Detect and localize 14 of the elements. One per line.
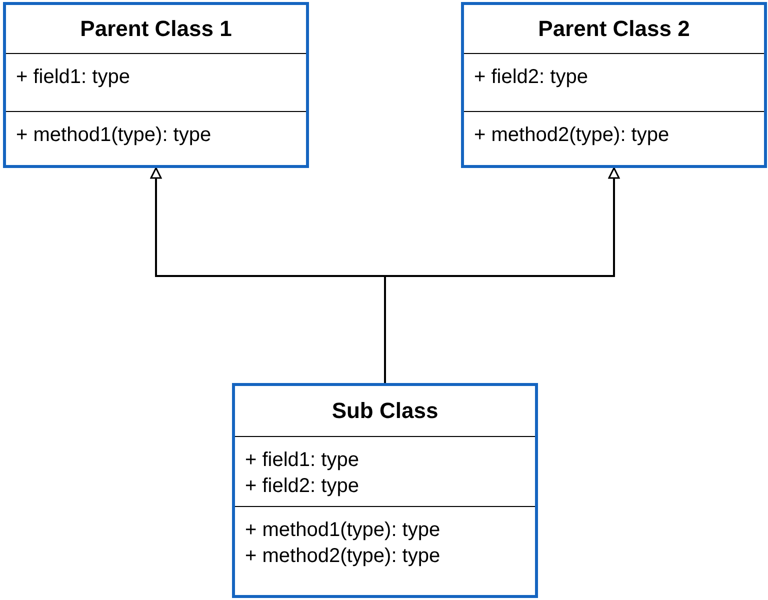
member-text: + field1: type xyxy=(245,449,359,471)
member-text: + field1: type xyxy=(16,66,130,88)
class-name: Parent Class 2 xyxy=(538,16,690,42)
member-text: + method2(type): type xyxy=(245,545,440,567)
class-box xyxy=(3,2,309,168)
class-name: Parent Class 1 xyxy=(80,16,232,42)
class-box xyxy=(232,383,538,598)
member-text: + method1(type): type xyxy=(245,519,440,541)
member-text: + field2: type xyxy=(245,475,359,497)
class-name: Sub Class xyxy=(332,398,438,424)
class-box xyxy=(461,2,767,168)
member-text: + method1(type): type xyxy=(16,124,212,146)
member-text: + field2: type xyxy=(474,66,588,88)
member-text: + method2(type): type xyxy=(474,124,670,146)
